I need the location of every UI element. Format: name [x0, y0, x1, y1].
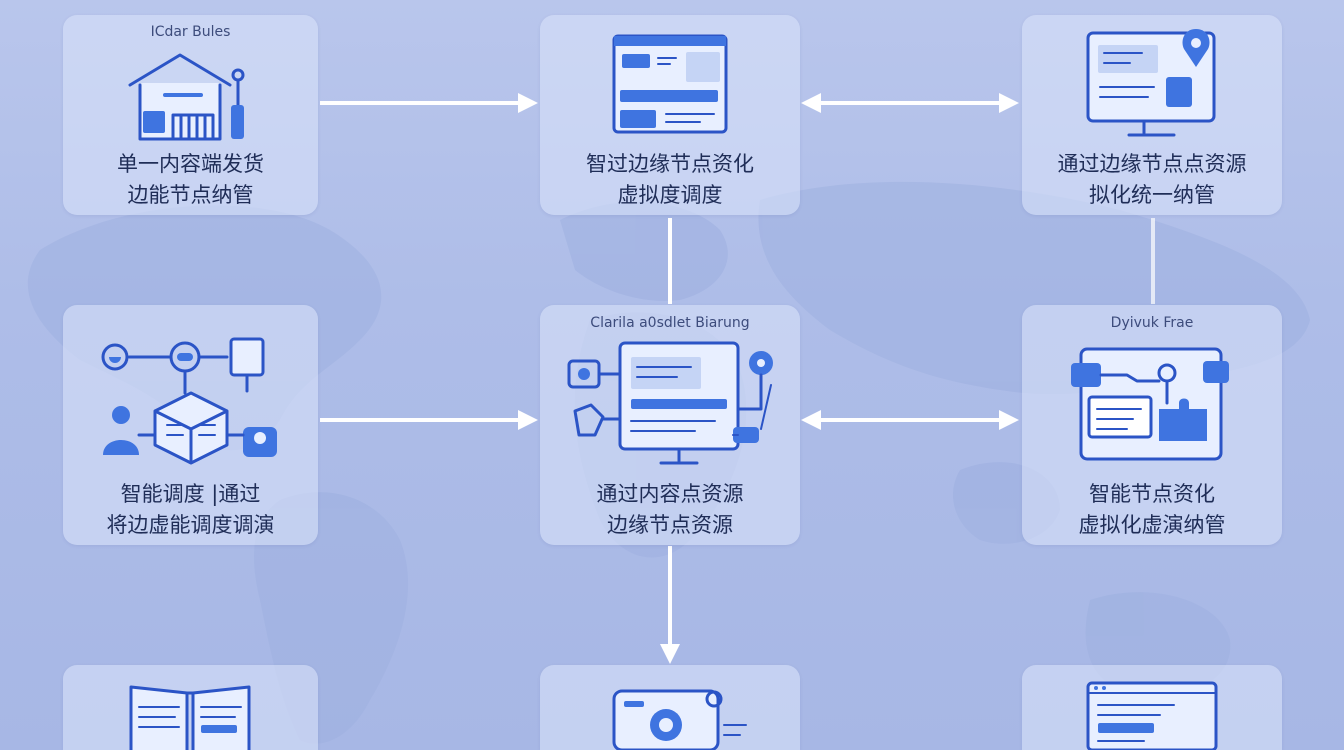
node-bottom-center: [540, 665, 800, 750]
node-subtitle: 拟化统一纳管: [1089, 183, 1215, 207]
node-title: 通过边缘节点点资源: [1057, 152, 1247, 176]
monitor-network-icon: [567, 341, 773, 465]
node-top-left: ICdar Bules 单一内容端发货 边能节点纳管: [63, 15, 318, 215]
node-subtitle: 边能节点纳管: [127, 183, 254, 207]
node-subtitle: 将边虚能调度调演: [106, 513, 275, 537]
network-cube-icon: [101, 337, 277, 465]
node-caption: Clarila a0sdlet Biarung: [590, 315, 750, 331]
node-top-center: 智过边缘节点资化 虚拟度调度: [540, 15, 800, 215]
warehouse-icon: [128, 53, 245, 141]
node-title: 智过边缘节点资化: [586, 152, 754, 176]
document-window-icon: [1086, 681, 1218, 750]
node-caption: ICdar Bules: [150, 24, 231, 40]
node-mid-left: 智能调度 |通过 将边虚能调度调演: [63, 305, 318, 545]
node-bottom-right: [1022, 665, 1282, 750]
node-caption: Dyivuk Frae: [1110, 315, 1194, 331]
node-subtitle: 边缘节点资源: [607, 513, 733, 537]
node-subtitle: 虚拟度调度: [617, 183, 723, 207]
node-title: 通过内容点资源: [596, 482, 744, 506]
node-title: 智能节点资化: [1089, 482, 1215, 506]
node-title: 智能调度 |通过: [120, 482, 261, 506]
node-mid-center: Clarila a0sdlet Biarung 通过内容点资源 边缘节点资源: [540, 305, 800, 545]
open-book-icon: [129, 685, 251, 750]
node-mid-right: Dyivuk Frae 智能节点资化 虚拟化虚演纳管: [1022, 305, 1282, 545]
web-dashboard-icon: [612, 34, 728, 134]
node-bottom-left: [63, 665, 318, 750]
node-title: 单一内容端发货: [117, 152, 264, 176]
monitor-location-icon: [1086, 29, 1216, 137]
puzzle-flow-icon: [1071, 347, 1229, 461]
node-top-right: 通过边缘节点点资源 拟化统一纳管: [1022, 15, 1282, 215]
node-subtitle: 虚拟化虚演纳管: [1078, 513, 1226, 537]
server-icon: [612, 689, 747, 750]
